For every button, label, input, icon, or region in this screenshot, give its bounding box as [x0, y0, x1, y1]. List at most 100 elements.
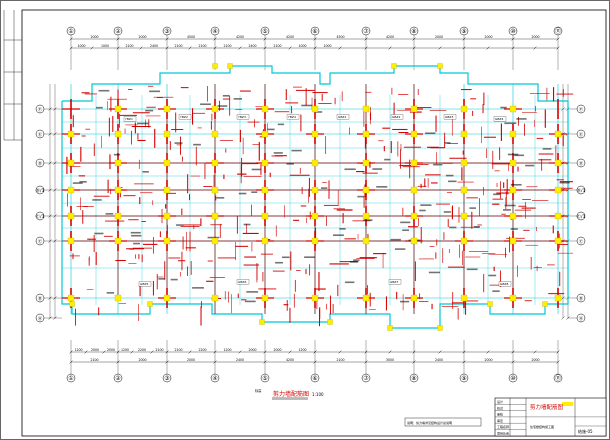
room-tag-box — [443, 114, 457, 120]
annotation-mark — [493, 193, 501, 196]
dim-tick — [53, 214, 57, 218]
annotation-mark — [246, 291, 259, 293]
axis-label-row: Ⓐ — [38, 315, 43, 322]
bottom-dim-outer-text: 2400 — [435, 358, 443, 362]
axis-label-col: ⑥ — [312, 375, 317, 382]
top-dim-outer-text: 4200 — [236, 35, 244, 39]
annotation-mark — [282, 256, 290, 259]
axis-bubble-row — [576, 293, 586, 303]
axis-label-col: ④ — [212, 375, 217, 382]
top-dim-inner-text: 2400 — [150, 44, 158, 48]
axis-label-col: ① — [68, 28, 73, 35]
drawing-frame — [21, 9, 607, 437]
bottom-dim-inner-text: 1200 — [74, 348, 82, 352]
column — [163, 159, 171, 167]
dim-tick — [48, 107, 52, 111]
annotation-mark — [176, 224, 184, 226]
bottom-dim-inner-tick — [238, 350, 242, 354]
axis-bubble-col — [310, 26, 320, 36]
bottom-dim-inner-r-tick — [533, 350, 537, 354]
column — [554, 159, 562, 167]
dim-tick — [53, 132, 57, 136]
room-tag: YBZ3 — [238, 115, 246, 119]
bottom-dim-inner-text: 1200 — [121, 348, 129, 352]
annotation-mark — [469, 207, 476, 209]
column — [114, 212, 122, 220]
column — [460, 186, 468, 194]
bottom-dim-outer-text: 3000 — [386, 358, 394, 362]
top-dim-inner-r-tick — [486, 46, 490, 50]
annotation-mark — [400, 221, 411, 224]
room-tag: GBZ1 — [338, 115, 346, 119]
axis-bubble-col — [409, 26, 419, 36]
column — [261, 237, 269, 245]
annotation-mark — [488, 274, 497, 277]
axis-label-col: ④ — [212, 28, 217, 35]
column — [311, 212, 319, 220]
annotation-mark — [244, 300, 256, 303]
room-tag: GBZ6 — [238, 280, 246, 284]
top-dim-inner-text: 2100 — [125, 44, 133, 48]
annotation-mark — [315, 111, 323, 113]
column — [67, 294, 75, 302]
column — [554, 130, 562, 138]
room-tag-box — [138, 281, 152, 287]
column — [410, 159, 418, 167]
annotation-mark — [507, 153, 519, 156]
axis-label-row: Ⓕ — [38, 106, 43, 113]
column — [362, 159, 370, 167]
annotation-mark — [113, 153, 121, 156]
axis-bubble-row — [35, 211, 45, 221]
top-dim-outer-text: 4200 — [386, 35, 394, 39]
tb-row-2: 审核 — [497, 412, 503, 417]
column — [311, 105, 319, 113]
annotation-mark — [400, 300, 410, 303]
axis-bubble-row — [576, 211, 586, 221]
room-tag-box — [498, 281, 512, 287]
room-tag-box — [390, 114, 404, 120]
axis-bubble-col — [459, 26, 469, 36]
annotation-mark — [444, 142, 451, 144]
edge-column — [437, 63, 443, 69]
column — [261, 159, 269, 167]
axis-bubble-row — [35, 104, 45, 114]
room-tag: GBZ4 — [495, 117, 503, 121]
annotation-mark — [92, 199, 102, 201]
title-prefix: 标高 — [255, 388, 261, 393]
axis-label-row: Ⓐ — [579, 315, 584, 322]
column — [261, 105, 269, 113]
room-tag-box — [286, 114, 300, 120]
axis-label-col: ② — [115, 28, 121, 35]
bottom-dim-inner-text: 2100 — [174, 348, 182, 352]
annotation-mark — [149, 90, 161, 93]
annotation-mark — [304, 256, 316, 258]
axis-label-col: ⑦ — [363, 375, 369, 382]
axis-bubble-row — [35, 236, 45, 246]
axis-label-row: Ⓓ/1 — [577, 187, 586, 194]
axis-bubble-col — [210, 373, 220, 383]
column — [261, 186, 269, 194]
annotation-mark — [516, 118, 527, 120]
top-dim-inner-text: 2100 — [174, 44, 182, 48]
notes-box — [404, 417, 482, 427]
annotation-mark — [200, 103, 211, 106]
annotation-mark — [233, 98, 243, 100]
top-dim-inner-tick — [139, 46, 143, 50]
annotation-mark — [94, 232, 104, 235]
bottom-dim-inner-text: 1200 — [298, 348, 306, 352]
annotation-mark — [320, 187, 328, 189]
dim-tick — [566, 316, 570, 320]
top-dim-outer-text: 4500 — [187, 35, 195, 39]
column — [362, 294, 370, 302]
axis-bubble-col — [113, 26, 123, 36]
top-dim-outer-text: 2000 — [484, 35, 492, 39]
annotation-mark — [504, 204, 516, 207]
bottom-dim-inner-r-tick — [486, 350, 490, 354]
room-tag: YBZ4 — [288, 115, 296, 119]
room-tag: GBZ8 — [500, 282, 508, 286]
axis-bubble-col — [260, 373, 270, 383]
edge-column — [391, 63, 397, 69]
dim-tick — [53, 161, 57, 165]
column — [460, 130, 468, 138]
annotation-mark — [275, 261, 283, 264]
